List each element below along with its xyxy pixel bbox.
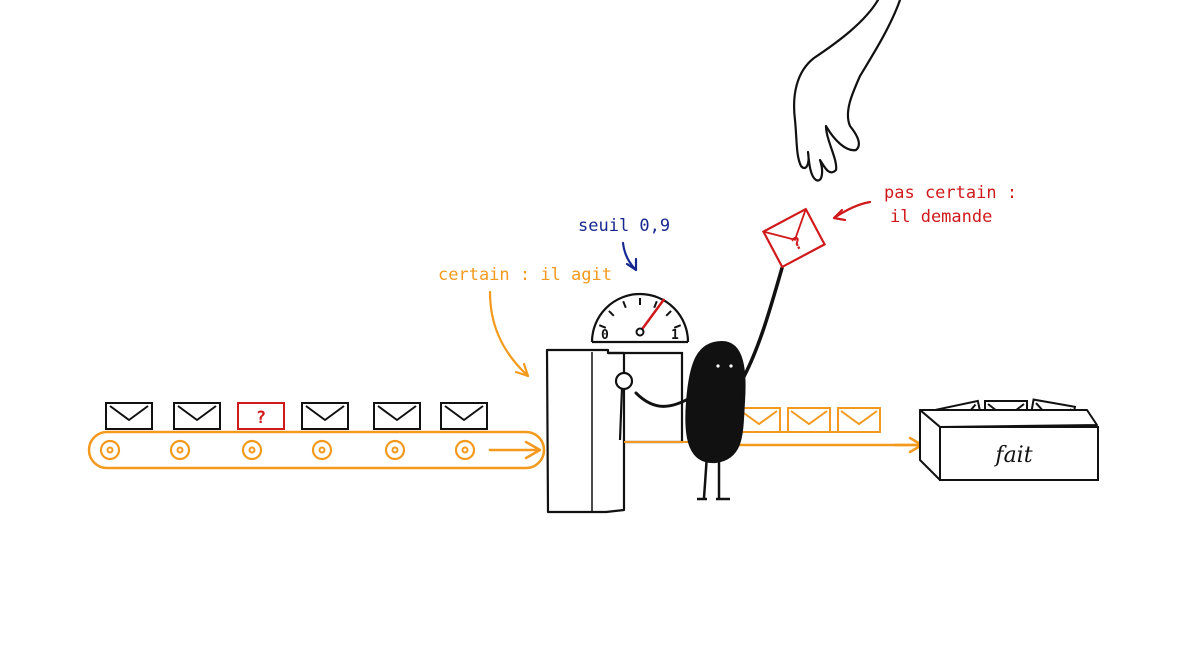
box-top: [919, 409, 1098, 428]
gauge-max-label: 1: [671, 328, 679, 343]
gauge-needle: [638, 298, 665, 334]
hand-outline: [793, 0, 902, 182]
acting-label: certain : il agit: [438, 265, 612, 285]
gauge-tick: [665, 310, 672, 317]
gauge-tick: [622, 300, 627, 309]
robot-body: [685, 340, 746, 464]
envelope-check: [840, 410, 878, 426]
roller-icon: [454, 439, 476, 461]
human-hand-icon: [793, 0, 902, 182]
asking-label-line2: il demande: [890, 207, 992, 227]
processed-envelope: [787, 407, 831, 433]
held-envelope-frame: [761, 207, 827, 269]
envelope-frame: [787, 407, 831, 433]
input-envelopes: ?: [105, 402, 488, 430]
raised-arm: [739, 266, 784, 384]
acting-arrowhead-icon: [514, 362, 530, 378]
roller-hub: [461, 446, 469, 454]
output-arrow-icon: [893, 436, 924, 454]
machine-body: [545, 348, 626, 514]
conveyor-arrow-icon: [488, 440, 542, 460]
held-envelope: ?: [761, 207, 827, 269]
envelope-frame: [237, 402, 285, 430]
envelope-mark: ?: [256, 408, 266, 428]
roller-icon: [99, 439, 121, 461]
lever-stick: [618, 387, 624, 441]
roller-icon: [169, 439, 191, 461]
envelope-frame: [440, 402, 488, 430]
queue-envelope: ?: [237, 402, 285, 430]
roller-hub: [248, 446, 256, 454]
gauge-min-label: 0: [601, 328, 609, 343]
envelope-check: [740, 410, 778, 426]
roller-hub: [106, 446, 114, 454]
envelope-frame: [173, 402, 221, 430]
roller-icon: [384, 439, 406, 461]
input-conveyor: [87, 430, 546, 470]
asking-arrow: [832, 200, 872, 220]
envelope-frame: [301, 402, 349, 430]
arm-to-lever: [634, 391, 692, 408]
gauge-tick: [673, 324, 682, 329]
gauge-tick: [598, 324, 607, 329]
envelope-check: [109, 405, 149, 421]
output-conveyor: [624, 407, 924, 454]
envelope-frame: [837, 407, 881, 433]
conveyor-rollers: [99, 439, 476, 461]
gauge-tick: [653, 300, 658, 309]
gauge-pivot: [635, 327, 645, 337]
left-eye: [716, 364, 720, 368]
queue-envelope: [301, 402, 349, 430]
box-front: [939, 426, 1099, 481]
roller-hub: [318, 446, 326, 454]
right-eye: [729, 364, 733, 368]
roller-hub: [391, 446, 399, 454]
asking-arrowhead-icon: [832, 208, 847, 222]
envelope-frame: [373, 402, 421, 430]
threshold-label: seuil 0,9: [578, 216, 670, 236]
threshold-gauge: 0 1: [590, 292, 690, 344]
lever-knob: [614, 371, 634, 391]
threshold-arrowhead-icon: [625, 257, 638, 272]
envelope-check: [444, 405, 484, 421]
box-label: fait: [993, 443, 1032, 468]
envelope-check: [377, 405, 417, 421]
queue-envelope: [373, 402, 421, 430]
queue-envelope: [105, 402, 153, 430]
decision-machine: 0 1: [545, 292, 690, 514]
done-box: fait: [919, 398, 1099, 481]
held-envelope-flap: [763, 208, 807, 241]
gauge-face: [590, 292, 690, 343]
robot-character: [634, 266, 784, 501]
roller-hub: [176, 446, 184, 454]
envelope-check: [305, 405, 345, 421]
envelope-frame: [105, 402, 153, 430]
roller-icon: [241, 439, 263, 461]
output-envelopes: [737, 407, 881, 433]
gauge-tick: [608, 310, 615, 317]
envelope-check: [790, 410, 828, 426]
envelope-check: [177, 405, 217, 421]
conveyor-belt: [87, 430, 546, 470]
roller-icon: [311, 439, 333, 461]
gauge-ticks: [596, 298, 684, 343]
queue-envelope: [440, 402, 488, 430]
acting-arrow: [488, 290, 530, 378]
asking-label-line1: pas certain :: [884, 183, 1017, 203]
processed-envelope: [837, 407, 881, 433]
queue-envelope: [173, 402, 221, 430]
